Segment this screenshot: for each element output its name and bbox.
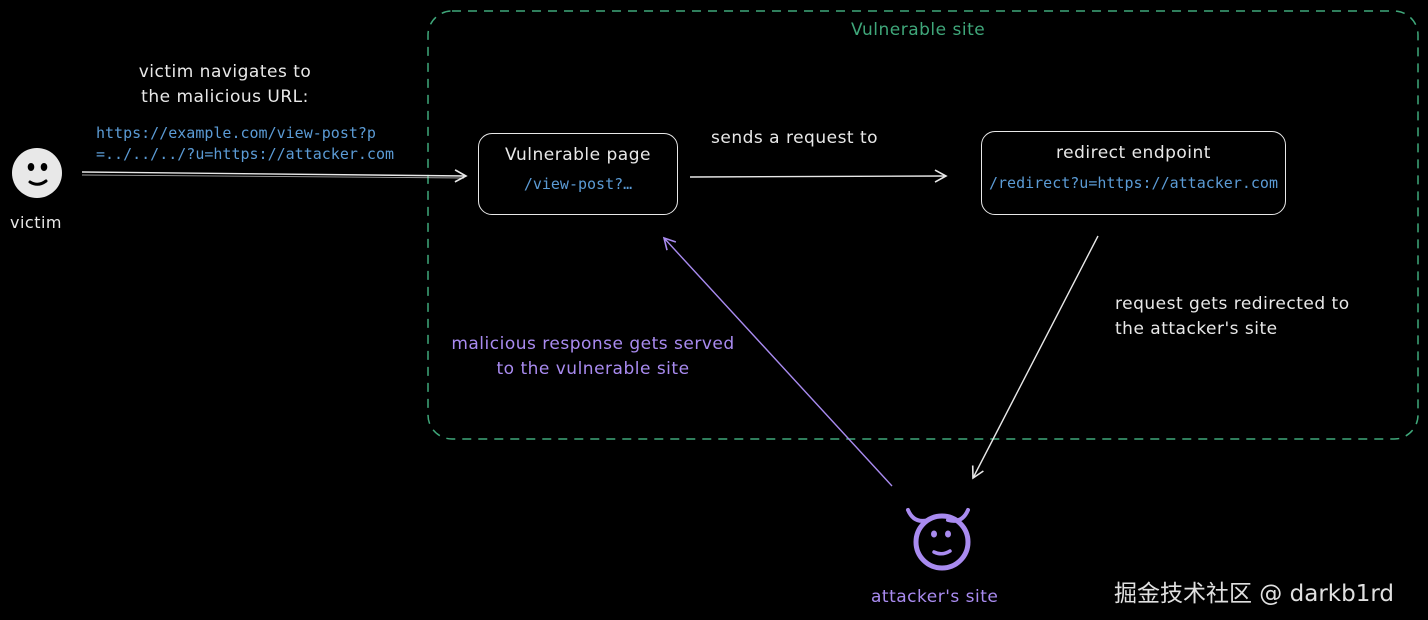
victim-label: victim xyxy=(10,213,63,232)
malicious-url-line2: =../../../?u=https://attacker.com xyxy=(96,145,395,163)
redirect-endpoint-title: redirect endpoint xyxy=(1056,143,1211,163)
edge-response-line1: malicious response gets served xyxy=(451,334,735,354)
malicious-url: https://example.com/view-post?p =../../.… xyxy=(96,123,394,165)
redirect-endpoint-path: /redirect?u=https://attacker.com xyxy=(989,174,1278,192)
smiley-face-icon xyxy=(12,148,62,198)
edge-response-line2: to the vulnerable site xyxy=(496,359,690,379)
region-title: Vulnerable site xyxy=(851,20,986,40)
attacker-label: attacker's site xyxy=(871,587,999,607)
victim-caption-line1: victim navigates to xyxy=(138,62,312,82)
watermark: 掘金技术社区 @ darkb1rd xyxy=(1114,581,1394,607)
edge-victim-to-page xyxy=(81,169,468,183)
victim-caption-line2: the malicious URL: xyxy=(141,87,309,107)
victim-caption: victim navigates to the malicious URL: xyxy=(120,60,330,110)
malicious-url-line1: https://example.com/view-post?p xyxy=(96,124,376,142)
edge-redirect-line2: the attacker's site xyxy=(1115,319,1278,339)
edge-attacker-to-page xyxy=(662,236,893,487)
edge-response-label: malicious response gets served to the vu… xyxy=(438,332,748,382)
devil-face-icon xyxy=(906,508,971,571)
edge-page-to-redirect xyxy=(689,169,948,183)
edge-redirect-to-attacker xyxy=(971,235,1099,480)
edge-redirect-label: request gets redirected to the attacker'… xyxy=(1115,292,1350,342)
vulnerable-page-path: /view-post?… xyxy=(523,175,633,193)
redirect-endpoint-node: redirect endpoint /redirect?u=https://at… xyxy=(981,131,1286,215)
vulnerable-page-node: Vulnerable page /view-post?… xyxy=(478,133,678,215)
vulnerable-site-region xyxy=(427,10,1419,440)
edge-redirect-line1: request gets redirected to xyxy=(1115,294,1350,314)
vulnerable-page-title: Vulnerable page xyxy=(505,145,651,165)
edge-request-label: sends a request to xyxy=(711,128,879,148)
